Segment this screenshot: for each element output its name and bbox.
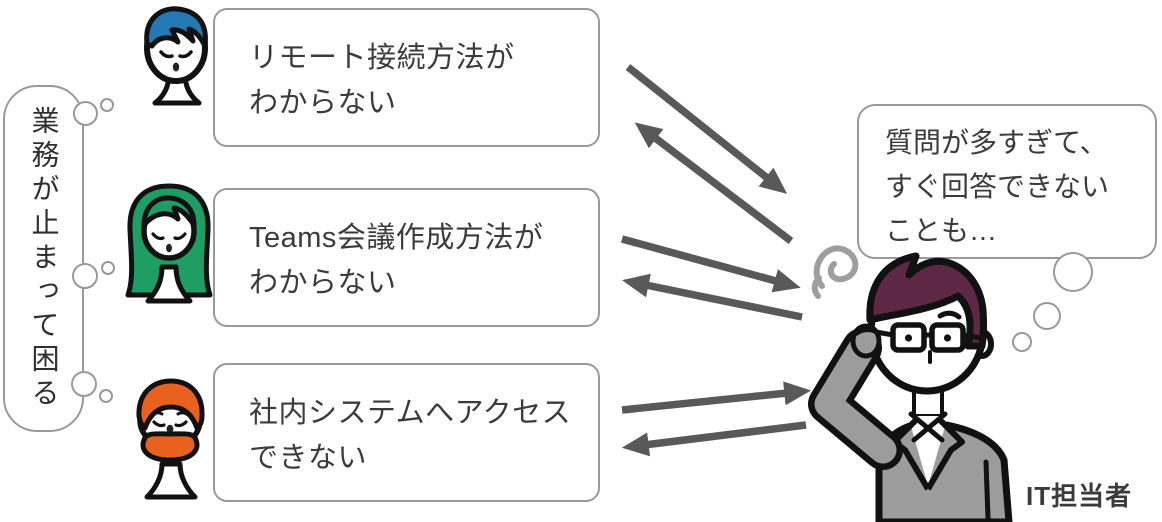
thought-trail-dot (71, 371, 97, 397)
complaint-box-remote: リモート接続方法が わからない (213, 8, 600, 147)
complaint-box-teams: Teams会議作成方法が わからない (213, 188, 600, 327)
it-person-hair (866, 252, 988, 350)
thought-trail-dot (1053, 252, 1093, 292)
complaint-text-line: リモート接続方法が (249, 42, 515, 74)
it-person-arm (808, 323, 903, 470)
complaint-text-line: 社内システムへアクセス (249, 397, 572, 429)
blue-hair (144, 6, 208, 49)
it-person-body (875, 382, 1013, 522)
it-thought-line: すぐ回答できない (885, 171, 1110, 202)
thought-trail-dot (1012, 332, 1032, 352)
avatar-green-employee-icon (125, 183, 213, 304)
complaint-text-line: できない (249, 442, 368, 474)
thought-trail-dot (72, 263, 98, 289)
complaint-text-line: わからない (249, 267, 397, 299)
thought-trail-dot (99, 389, 113, 403)
arrow-to-it-2 (621, 235, 801, 293)
arrow-from-it-2 (622, 273, 803, 321)
it-person-head (866, 252, 994, 395)
it-thought-bubble: 質問が多すぎて、 すぐ回答できない ことも… (857, 104, 1157, 259)
thought-trail-dot (100, 98, 114, 112)
it-person-illustration (808, 245, 1013, 522)
arrow-to-it-1 (625, 64, 788, 194)
orange-beard (140, 431, 200, 463)
complaint-text-line: Teams会議作成方法が (249, 222, 544, 254)
arrow-to-it-3 (621, 381, 812, 414)
thought-trail-dot (101, 261, 115, 275)
it-thought-line: 質問が多すぎて、 (885, 127, 1108, 158)
business-stopped-text: 業務が止まって困る (28, 105, 60, 412)
green-fringe (141, 195, 197, 228)
complaint-text-line: わからない (249, 87, 397, 119)
business-stopped-thought-bubble: 業務が止まって困る (3, 85, 84, 432)
arrow-from-it-3 (621, 421, 807, 457)
complaint-box-access: 社内システムへアクセス できない (213, 363, 600, 502)
confusion-scribble-icon (811, 245, 859, 299)
orange-hair (136, 378, 205, 431)
avatar-orange-employee-icon (136, 378, 205, 500)
arrow-from-it-1 (634, 122, 794, 244)
avatar-blue-employee-icon (144, 6, 208, 106)
it-thought-line: ことも… (885, 215, 998, 246)
it-person-label: IT担当者 (1026, 481, 1133, 511)
thought-trail-dot (73, 101, 98, 126)
thought-trail-dot (1033, 302, 1061, 330)
